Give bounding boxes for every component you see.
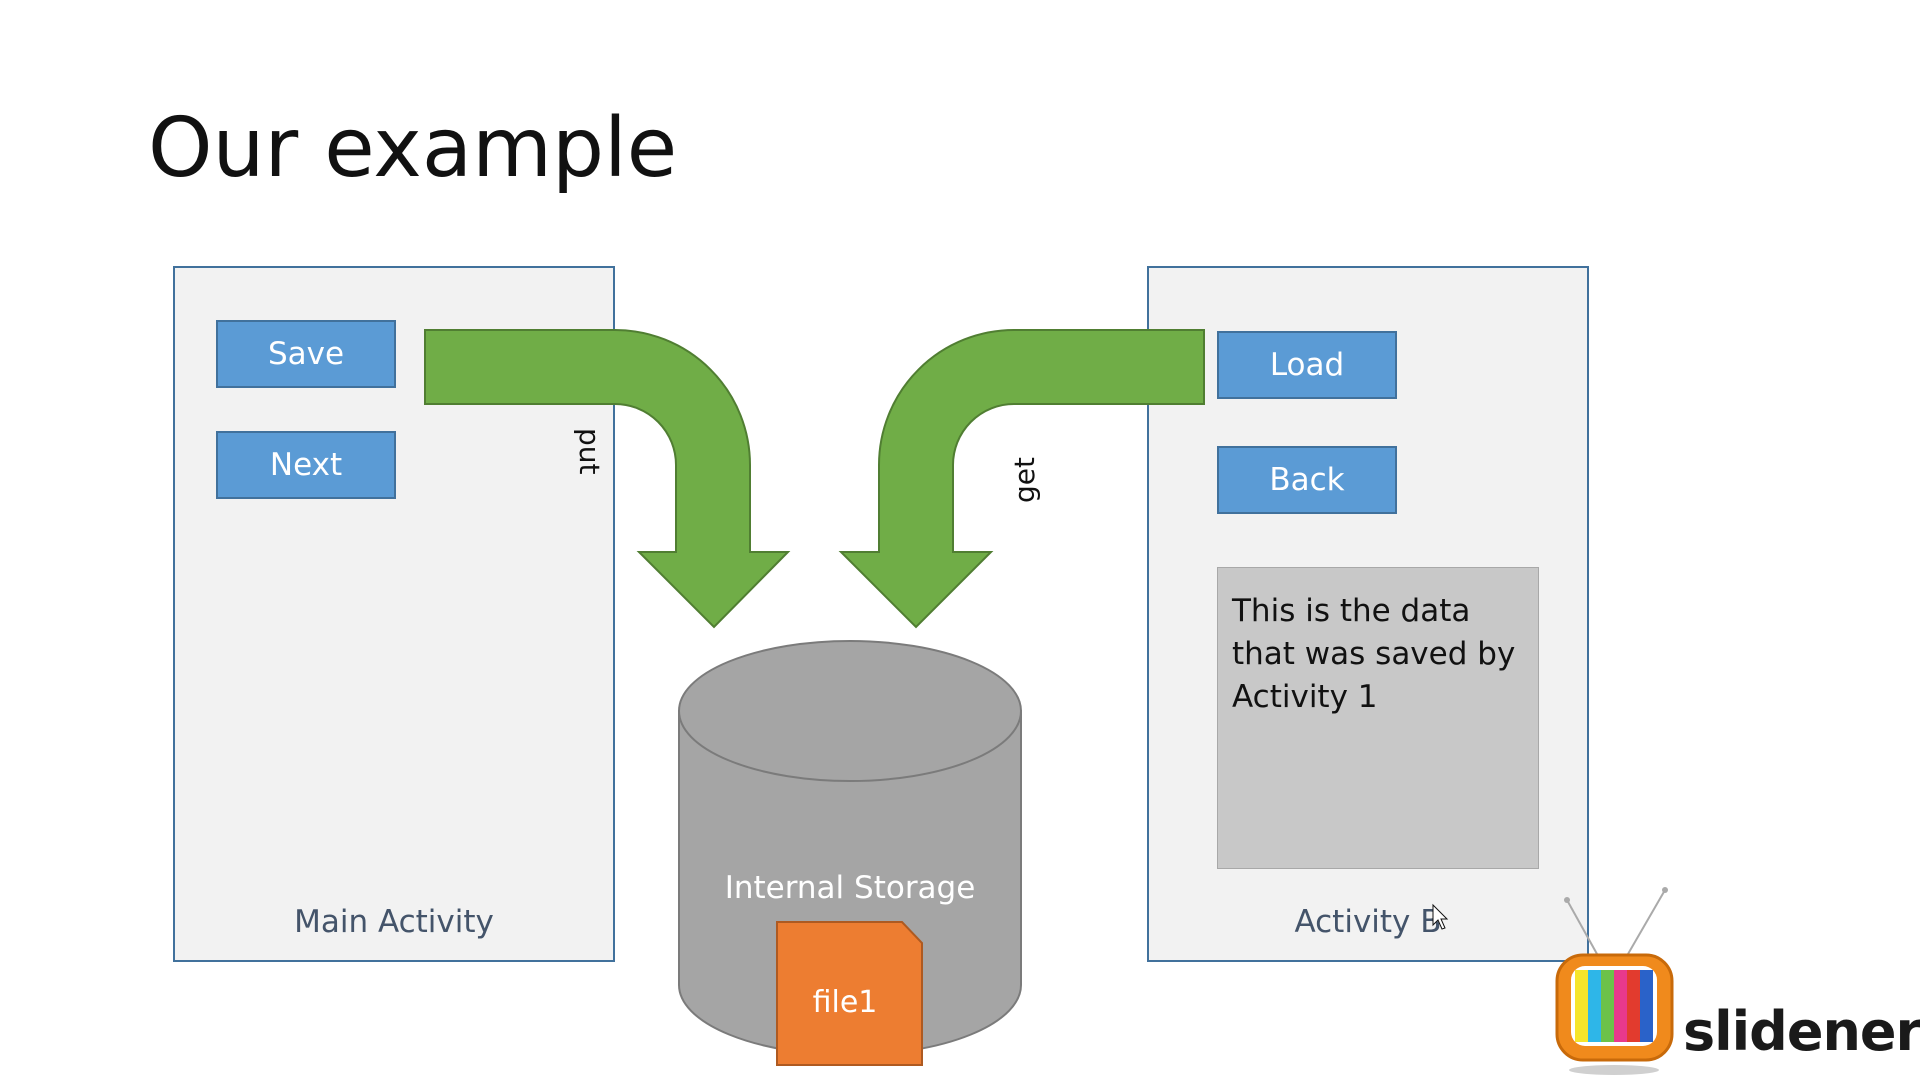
main-activity-caption: Main Activity xyxy=(294,904,494,940)
get-arrow xyxy=(838,329,1205,629)
back-button[interactable]: Back xyxy=(1217,446,1397,514)
get-label: get xyxy=(1008,457,1041,503)
put-label: put xyxy=(573,428,606,475)
internal-storage-label: Internal Storage xyxy=(725,870,976,906)
internal-storage-cylinder xyxy=(678,640,1022,1056)
file1-label: file1 xyxy=(813,985,878,1020)
activity-b-caption: Activity B xyxy=(1294,904,1442,940)
file1-icon xyxy=(776,921,923,1066)
save-button[interactable]: Save xyxy=(216,320,396,388)
activity-b-panel: Load Back This is the data that was save… xyxy=(1147,266,1589,962)
slidenerd-logo-text: slidenerd xyxy=(1683,1000,1920,1063)
slide-title: Our example xyxy=(148,101,678,196)
loaded-data-textbox: This is the data that was saved by Activ… xyxy=(1217,567,1539,869)
put-arrow xyxy=(424,329,791,629)
next-button[interactable]: Next xyxy=(216,431,396,499)
slidenerd-tv-logo xyxy=(1555,887,1674,1075)
load-button[interactable]: Load xyxy=(1217,331,1397,399)
mouse-cursor-icon xyxy=(1432,903,1449,930)
